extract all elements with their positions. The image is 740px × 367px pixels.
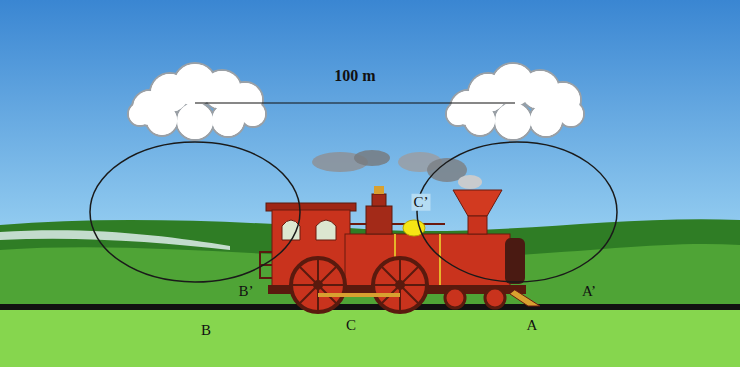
point-label: C — [346, 317, 356, 334]
locomotive — [260, 186, 540, 312]
cloud — [446, 63, 584, 140]
chimney-stem — [468, 216, 487, 234]
point-label: B’ — [239, 283, 254, 300]
smoke-puff — [354, 150, 390, 166]
cloud-puff — [129, 103, 151, 125]
smoke-puff — [458, 175, 482, 189]
cloud-puff — [495, 103, 531, 139]
cloud-puff — [530, 104, 562, 136]
chimney — [453, 190, 502, 216]
ground — [0, 308, 740, 367]
small-wheel — [485, 288, 505, 308]
cloud-puff — [177, 103, 213, 139]
coupling-rod — [318, 293, 400, 297]
whistle — [374, 186, 384, 194]
cloud-puff — [241, 102, 265, 126]
cloud — [128, 63, 266, 140]
sound-wavefront — [417, 142, 617, 282]
distance-label: 100 m — [334, 67, 375, 85]
hill-haze — [0, 230, 230, 250]
rail-track — [0, 304, 740, 310]
window — [282, 220, 300, 240]
boiler-band — [439, 234, 441, 288]
steam-dome — [372, 194, 386, 206]
cowcatcher — [510, 290, 540, 306]
cloud-puff — [447, 103, 469, 125]
spokes — [373, 258, 427, 312]
steam-dome — [366, 206, 392, 234]
wheel — [291, 258, 345, 312]
hand-rail — [350, 223, 445, 225]
point-label: C’ — [412, 194, 431, 211]
window — [316, 220, 336, 240]
point-label: B — [201, 322, 211, 339]
wheel — [291, 258, 345, 312]
small-wheel — [445, 288, 465, 308]
cloud-puff — [465, 105, 495, 135]
cloud-puff — [212, 104, 244, 136]
sound-wavefront — [90, 142, 300, 282]
wheel — [373, 258, 427, 312]
point-label: A — [527, 317, 538, 334]
point-label: A’ — [582, 283, 596, 300]
cloud-puff — [147, 105, 177, 135]
cloud-puff — [559, 102, 583, 126]
smokebox-front — [505, 238, 525, 284]
spokes — [291, 258, 345, 312]
distance-line — [195, 102, 515, 103]
wheel — [373, 258, 427, 312]
clouds — [128, 63, 584, 140]
